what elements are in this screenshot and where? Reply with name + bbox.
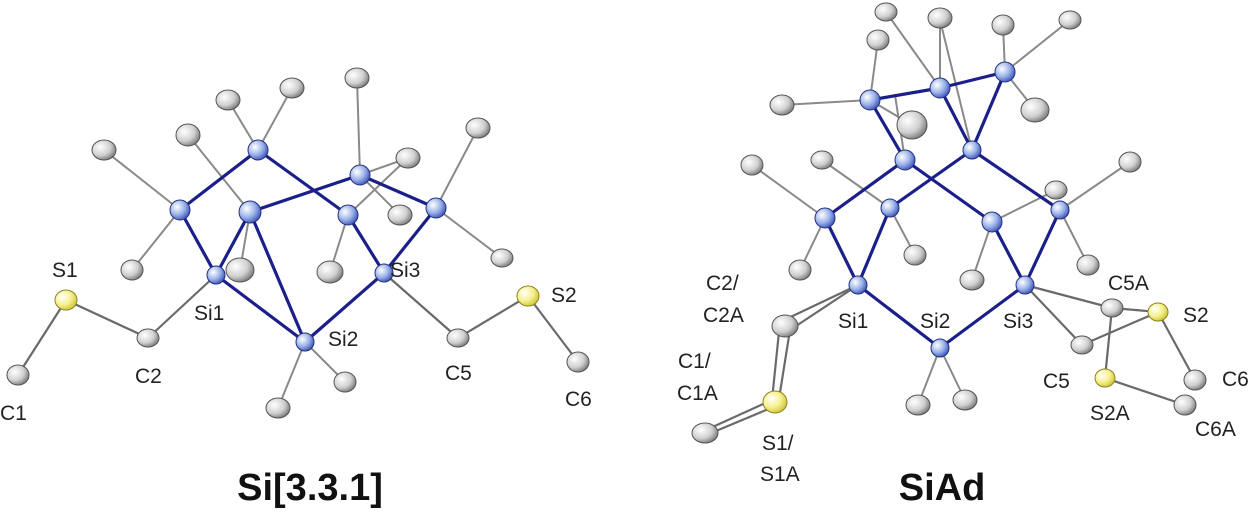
label-c5: C5 [1043,370,1070,393]
label-s2: S2 [551,284,577,307]
label-c6: C6 [1222,368,1249,391]
carbon-atoms-right [691,2,1207,444]
panel-title-right: SiAd [899,467,986,509]
label-c5: C5 [445,362,472,385]
chain-bonds-left [16,271,580,377]
label-c2a: C2A [703,304,744,327]
label-c6: C6 [565,388,592,411]
label-c2: C2/ [706,272,739,295]
label-s1: S1/ [762,432,794,455]
label-si2: Si2 [920,310,950,333]
label-c2: C2 [135,365,162,388]
carbon-atoms-left [6,67,590,419]
label-si3: Si3 [390,259,420,282]
panel-title-left: Si[3.3.1] [237,467,383,509]
si-framework-left [178,148,438,344]
si-framework-right [823,70,1062,350]
label-c1: C1/ [678,350,711,373]
label-c6a: C6A [1195,418,1236,441]
label-s2a: S2A [1090,402,1130,425]
label-c5a: C5A [1108,272,1149,295]
silicon-atoms-right [814,61,1070,358]
label-s2: S2 [1183,304,1209,327]
panel-siad: C2/ C2A C1/ C1A S1/ S1A Si1 Si2 Si3 C5A … [677,2,1249,509]
label-si2: Si2 [328,328,358,351]
label-c1a: C1A [677,382,718,405]
label-si1: Si1 [194,302,224,325]
methyl-bonds-left [103,77,503,409]
silicon-atoms-left [169,139,447,352]
sulfur-atoms-left [54,285,540,311]
label-s1: S1 [52,259,78,282]
label-si3: Si3 [1003,310,1033,333]
label-c1: C1 [0,402,27,425]
sulfur-atoms-right [762,302,1169,414]
label-s1a: S1A [760,463,800,486]
label-si1: Si1 [838,310,868,333]
panel-si331: S1 Si1 Si2 Si3 S2 C1 C2 C5 C6 Si[3.3.1] [0,67,592,509]
